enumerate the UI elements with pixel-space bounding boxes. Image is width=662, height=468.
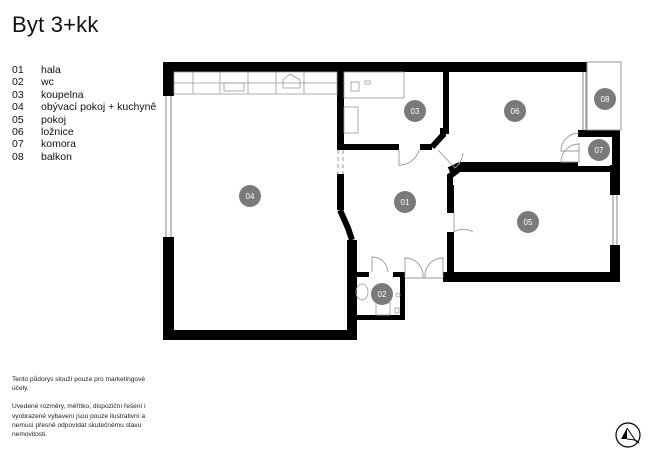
legend-label: hala [41, 64, 61, 76]
svg-text:08: 08 [601, 95, 610, 104]
disclaimer-marketing: Tento půdorys slouží pouze pro marketing… [12, 376, 146, 393]
page-title: Byt 3+kk [12, 12, 99, 37]
svg-text:06: 06 [511, 107, 520, 116]
bathroom-fixtures [343, 71, 405, 134]
north-arrow-icon [615, 422, 641, 448]
legend-item: 07 komora [12, 138, 156, 150]
diagonal-walls [337, 128, 464, 241]
room-badges: 01 02 03 04 05 06 07 08 [239, 88, 616, 305]
room-badge-02: 02 [371, 283, 393, 305]
svg-text:02: 02 [378, 290, 387, 299]
legend-label: pokoj [41, 113, 67, 126]
room-badge-03: 03 [404, 100, 426, 122]
legend-label: obývací pokoj + kuchyně [41, 101, 157, 114]
doors [371, 132, 580, 279]
legend-number: 02 [12, 76, 24, 89]
svg-text:03: 03 [411, 107, 420, 116]
legend-label: ložnice [41, 126, 74, 139]
windows [165, 72, 618, 245]
legend-number: 08 [12, 150, 24, 163]
legend-item: 06 ložnice [12, 126, 156, 138]
legend-number: 06 [12, 126, 24, 139]
legend-label: komora [41, 138, 77, 151]
room-badge-01: 01 [394, 191, 416, 213]
legend-label: koupelna [41, 88, 84, 101]
legend-number: 03 [12, 88, 24, 101]
kitchen-counter [173, 71, 338, 95]
disclaimer-dimensions: Uvedené rozměry, měřítko, dispoziční řeš… [12, 403, 146, 439]
svg-text:05: 05 [524, 218, 533, 227]
legend-item: 03 koupelna [12, 89, 156, 101]
svg-text:07: 07 [595, 146, 604, 155]
legend-item: 01 hala [12, 64, 156, 76]
legend-item: 08 balkon [12, 151, 156, 163]
legend-number: 01 [12, 64, 24, 76]
legend-item: 05 pokoj [12, 114, 156, 126]
legend-item: 02 wc [12, 76, 156, 88]
room-badge-04: 04 [239, 185, 261, 207]
disclaimer: Tento půdorys slouží pouze pro marketing… [12, 375, 152, 448]
legend-number: 05 [12, 113, 24, 126]
room-badge-05: 05 [517, 211, 539, 233]
balcony-outline [586, 61, 622, 131]
legend-label: wc [41, 76, 54, 89]
walls [163, 62, 620, 340]
legend-number: 07 [12, 138, 24, 151]
svg-text:04: 04 [246, 192, 255, 201]
room-legend: 01 hala 02 wc 03 koupelna 04 obývací pokoj +… [12, 64, 156, 163]
legend-label: balkon [41, 150, 72, 163]
legend-item: 04 obývací pokoj + kuchyně [12, 101, 156, 113]
legend-number: 04 [12, 101, 24, 114]
room-badge-08: 08 [594, 88, 616, 110]
svg-text:01: 01 [401, 198, 410, 207]
room-badge-07: 07 [588, 139, 610, 161]
room-badge-06: 06 [504, 100, 526, 122]
